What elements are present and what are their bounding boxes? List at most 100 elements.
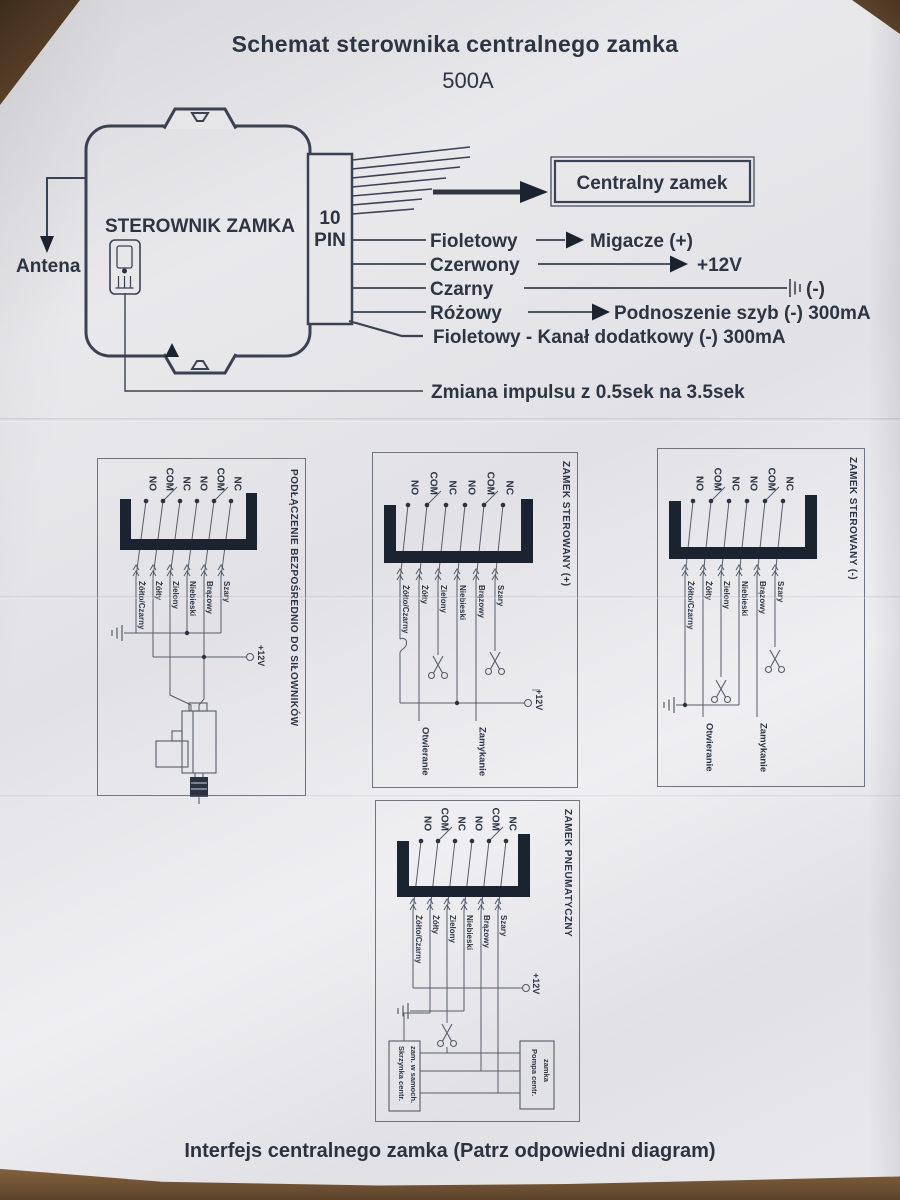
terminal-dots bbox=[682, 498, 786, 708]
terminal-label: COM bbox=[439, 808, 450, 831]
wires bbox=[399, 504, 524, 721]
panel-negative-lock: ZAMEK STEROWANY (-) NO COM NC NO COM NC … bbox=[657, 448, 865, 787]
panel-title: ZAMEK PNEUMATYCZNY bbox=[562, 809, 573, 937]
terminal-label: COM bbox=[485, 472, 496, 495]
terminal-label: NC bbox=[504, 481, 515, 495]
cut-here-scissors-icon bbox=[764, 649, 786, 674]
terminal-label: NO bbox=[147, 476, 158, 491]
wire-color: Szary bbox=[222, 581, 231, 603]
wire-row-fioletowy: Fioletowy Migacze (+) bbox=[352, 231, 693, 252]
main-schematic: Schemat sterownika centralnego zamka 500… bbox=[16, 31, 871, 403]
cut-here-scissors-icon bbox=[427, 655, 449, 680]
connector-bracket bbox=[669, 495, 817, 559]
open-label: Otwieranie bbox=[704, 723, 715, 772]
terminal-label: NO bbox=[748, 476, 759, 491]
wire-color-label: Fioletowy bbox=[430, 231, 518, 252]
wire-color: Zielony bbox=[448, 915, 457, 944]
power-label: +12V bbox=[531, 973, 541, 994]
wire-color: Niebieski bbox=[740, 581, 749, 616]
big-arrow-icon bbox=[520, 181, 548, 203]
car-box-label: Skrzynka centr. bbox=[397, 1046, 406, 1101]
panel-title: PODŁĄCZENIE BEZPOŚREDNIO DO SIŁOWNIKÓW bbox=[288, 469, 301, 727]
wire-color: Żółty bbox=[154, 581, 163, 601]
panel-pneumatic-lock: ZAMEK PNEUMATYCZNY NO COM NC NO COM NC Ż… bbox=[375, 800, 580, 1122]
wires bbox=[124, 500, 249, 711]
model-number: 500A bbox=[442, 68, 494, 93]
footer-caption: Interfejs centralnego zamka (Patrz odpow… bbox=[184, 1140, 716, 1162]
wire-color: Zielony bbox=[171, 581, 180, 610]
antenna-arrow-icon bbox=[40, 236, 54, 253]
wire-color: Niebieski bbox=[465, 915, 474, 950]
connector-bracket bbox=[120, 493, 257, 550]
pump-box bbox=[519, 1040, 555, 1110]
wire-row-czerwony: Czerwony +12V bbox=[352, 255, 742, 276]
pump-box-label: zamka bbox=[542, 1059, 551, 1083]
actuator-drawing bbox=[155, 702, 217, 804]
open-label: Otwieranie bbox=[420, 727, 431, 776]
cut-here-scissors-icon bbox=[710, 679, 732, 704]
bottom-tab bbox=[164, 353, 236, 373]
pin-fan-lines bbox=[351, 146, 471, 215]
car-central-lock-box bbox=[388, 1040, 421, 1112]
crimp-marks-icon bbox=[409, 898, 502, 911]
crimp-marks-icon bbox=[132, 564, 225, 577]
ground-icon bbox=[789, 279, 801, 297]
extra-channel-label: Fioletowy - Kanał dodatkowy (-) 300mA bbox=[433, 327, 786, 348]
ground-icon bbox=[663, 696, 675, 714]
terminal-label: NO bbox=[694, 476, 705, 491]
terminal-label: NC bbox=[447, 481, 458, 495]
terminal-dots bbox=[418, 838, 509, 844]
terminal-label: NO bbox=[422, 816, 433, 831]
wire-color: Brązowy bbox=[758, 581, 767, 614]
cut-here-scissors-icon bbox=[436, 1023, 458, 1048]
wire-color: Brązowy bbox=[482, 915, 491, 948]
panel-title: ZAMEK STEROWANY (-) bbox=[847, 457, 858, 580]
wire-target-label: (-) bbox=[806, 279, 825, 300]
connector-bracket bbox=[384, 499, 533, 563]
wire-color: Żółty bbox=[431, 915, 440, 935]
terminal-label: NC bbox=[730, 477, 741, 491]
pin-label: PIN bbox=[314, 230, 346, 251]
terminal-label: NO bbox=[473, 816, 484, 831]
close-label: Zamykanie bbox=[758, 723, 769, 772]
table-edge bbox=[0, 1168, 900, 1200]
ground-icon bbox=[111, 624, 123, 642]
arrow-icon bbox=[670, 255, 688, 273]
wire-color: Szary bbox=[499, 915, 508, 937]
wire-row-czarny: Czarny (-) bbox=[352, 279, 825, 300]
impulse-note-label: Zmiana impulsu z 0.5sek na 3.5sek bbox=[431, 382, 745, 403]
terminal-label: NC bbox=[507, 817, 518, 831]
car-box-label: zam. w samoch. bbox=[409, 1046, 418, 1103]
power-terminal bbox=[245, 652, 255, 662]
panel-positive-lock: ZAMEK STEROWANY (+) NO COM NC NO COM NC … bbox=[372, 452, 578, 788]
wire-color: Szary bbox=[496, 585, 505, 607]
switch-arms bbox=[437, 826, 504, 842]
wire-target-label: Podnoszenie szyb (-) 300mA bbox=[614, 303, 871, 324]
wire-color: Żółto/Czarny bbox=[401, 585, 410, 634]
power-label: +12V bbox=[534, 689, 544, 710]
switch-arms bbox=[162, 486, 229, 502]
controller-box: STEROWNIK ZAMKA bbox=[84, 107, 312, 375]
terminal-label: NO bbox=[409, 480, 420, 495]
terminal-dots bbox=[405, 502, 506, 706]
top-tab bbox=[164, 109, 236, 129]
antenna-label: Antena bbox=[16, 256, 81, 277]
switch-arms bbox=[426, 490, 499, 506]
arrow-icon bbox=[566, 231, 584, 249]
terminal-label: COM bbox=[490, 808, 501, 831]
power-label: +12V bbox=[256, 645, 266, 666]
terminal-label: NC bbox=[456, 817, 467, 831]
wire-target-label: +12V bbox=[697, 255, 742, 276]
crimp-marks-icon bbox=[681, 564, 779, 577]
wire-row-rozowy: Różowy Podnoszenie szyb (-) 300mA bbox=[352, 303, 871, 324]
wire-color: Żółty bbox=[420, 585, 429, 605]
page-title: Schemat sterownika centralnego zamka bbox=[232, 31, 679, 57]
wire-color: Brązowy bbox=[477, 585, 486, 618]
pigtail-squiggle bbox=[399, 637, 408, 657]
terminal-label: NO bbox=[198, 476, 209, 491]
ground-icon bbox=[397, 1002, 409, 1020]
panel-title: ZAMEK STEROWANY (+) bbox=[560, 461, 571, 586]
close-label: Zamykanie bbox=[477, 727, 488, 776]
terminal-label: NC bbox=[784, 477, 795, 491]
